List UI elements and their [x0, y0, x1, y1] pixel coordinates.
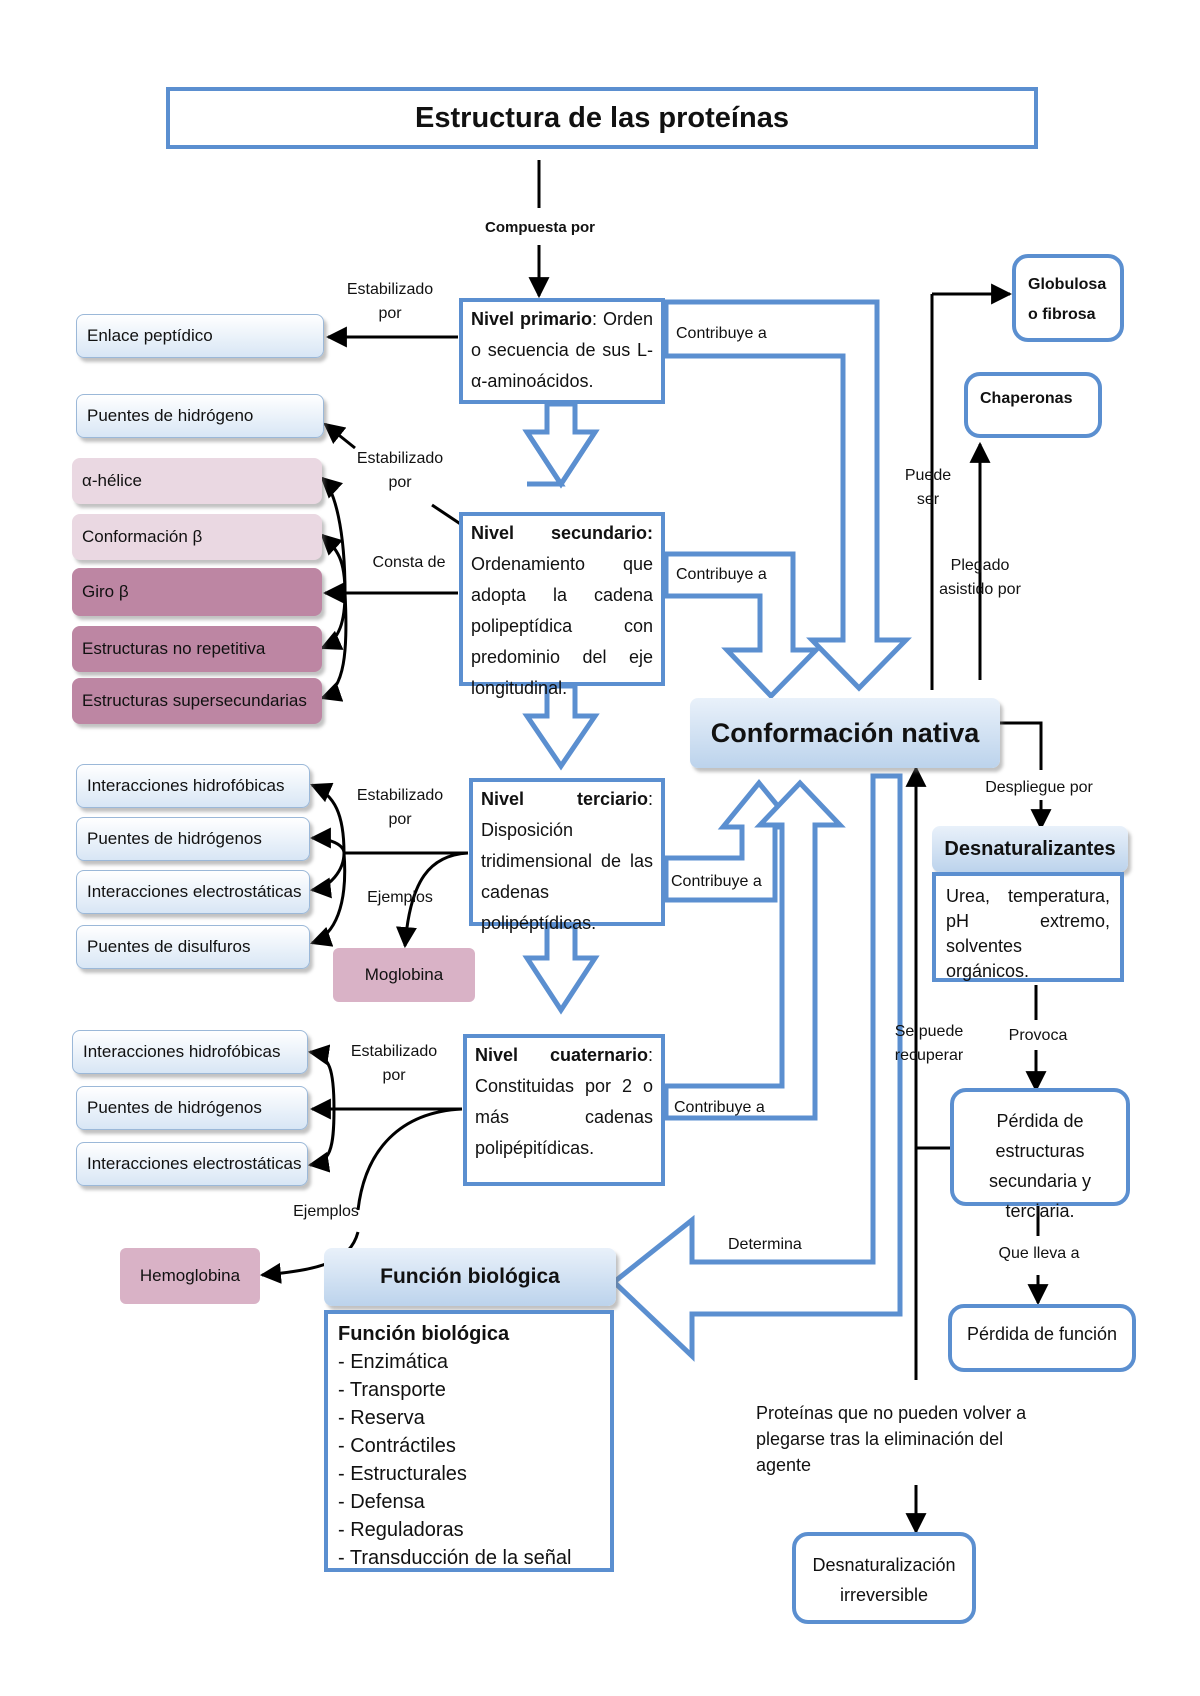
nivel-terciario-box: Nivel terciario: Disposición tridimensio… [469, 778, 665, 933]
nivel-primario-box: Nivel primario: Orden o secuencia de sus… [459, 298, 665, 404]
puentes-hidrogeno-sec: Puentes de hidrógeno [76, 394, 324, 438]
edge-ter-3 [309, 852, 346, 899]
funcion-item: - Transporte [338, 1379, 446, 1401]
arrow-ter-cua [522, 923, 600, 1015]
edge-cua-3 [307, 1108, 336, 1173]
funcion-biologica-header: Función biológica [324, 1248, 616, 1306]
funcion-item: - Defensa [338, 1491, 425, 1513]
arrow-nativa-funcion [610, 773, 903, 1362]
label-que-lleva-a: Que lleva a [998, 1245, 1080, 1262]
ter-puentes-hidrogenos: Puentes de hidrógenos [76, 817, 310, 861]
edge-cua-1 [307, 1044, 336, 1110]
label-estabilizado-ter: Estabilizado por [356, 787, 444, 828]
label-compuesta-por: Compuesta por [484, 219, 595, 236]
label-puede-ser: Puede ser [904, 467, 952, 508]
label-plegado-asistido: Plegado asistido por [939, 557, 1021, 598]
cua-puentes-hidrogenos: Puentes de hidrógenos [76, 1086, 308, 1130]
label-provoca: Provoca [1008, 1027, 1068, 1044]
edge-supersec [320, 592, 348, 702]
arrow-prim-sec-fill [522, 401, 600, 489]
funcion-item: - Reguladoras [338, 1519, 464, 1541]
label-contribuye-sec: Contribuye a [676, 566, 767, 583]
edge-despliegue-a [1000, 721, 1043, 770]
perdida-funcion: Pérdida de función [948, 1304, 1136, 1372]
funcion-item: - Estructurales [338, 1463, 467, 1485]
chaperonas: Chaperonas [964, 372, 1102, 438]
label-contribuye-cua: Contribuye a [674, 1099, 765, 1116]
label-se-puede-recuperar: Se puede recuperar [894, 1023, 964, 1064]
cua-interacciones-hidrofobicas: Interacciones hidrofóbicas [72, 1030, 308, 1074]
nivel-secundario-box: Nivel secundario: Ordenamiento que adopt… [459, 512, 665, 698]
funcion-item: - Enzimática [338, 1351, 449, 1373]
label-contribuye-ter: Contribuye a [671, 873, 762, 890]
diagram-title: Estructura de las proteínas [166, 87, 1038, 149]
giro-beta: Giro β [72, 568, 322, 616]
nivel-primario-name: Nivel primario [471, 309, 593, 329]
enlace-peptidico: Enlace peptídico [76, 314, 324, 358]
label-determina: Determina [728, 1236, 802, 1253]
estructuras-supersecundarias: Estructuras supersecundarias [72, 678, 322, 724]
desnaturalizantes-header: Desnaturalizantes [932, 826, 1128, 872]
ejemplo-hemoglobina: Hemoglobina [120, 1248, 260, 1304]
estructuras-no-repetitiva: Estructuras no repetitiva [72, 626, 322, 672]
nivel-cuaternario-text: : Constituidas por 2 o más cadenas polip… [475, 1045, 653, 1158]
nota-irreversible: Proteínas que no pueden volver a plegars… [756, 1403, 1027, 1475]
ter-interacciones-electrostaticas: Interacciones electrostáticas [76, 870, 310, 914]
label-estabilizado-sec: Estabilizado por [356, 450, 444, 491]
conformacion-beta: Conformación β [72, 514, 322, 560]
edge-ter-2 [309, 827, 346, 854]
nivel-terciario-name: Nivel terciario [481, 789, 648, 809]
nivel-cuaternario-box: Nivel cuaternario: Constituidas por 2 o … [463, 1034, 665, 1186]
label-despliegue-por: Despliegue por [985, 779, 1093, 796]
edge-no-rep [320, 592, 347, 650]
edge-ter-ejemplo [395, 851, 469, 949]
nivel-terciario-text: : Disposición tridimensional de las cade… [481, 789, 653, 933]
label-consta-de: Consta de [372, 554, 446, 571]
label-contribuye-prim: Contribuye a [676, 325, 767, 342]
arrow-cua-nativa [663, 779, 846, 1121]
label-ejemplos-cua: Ejemplos [293, 1203, 359, 1220]
cua-interacciones-electrostaticas: Interacciones electrostáticas [76, 1142, 308, 1186]
alfa-helice: α-hélice [72, 458, 322, 504]
arrow-sec-nativa [663, 551, 822, 700]
label-estabilizado-prim: Estabilizado por [346, 281, 434, 322]
edge-alfa [320, 476, 347, 594]
nivel-primario-text: : Orden o secuencia de sus L-α-aminoácid… [471, 309, 654, 391]
label-estabilizado-cua: Estabilizado por [350, 1043, 438, 1084]
nivel-secundario-text: Ordenamiento que adopta la cadena polipe… [471, 554, 653, 698]
ter-interacciones-hidrofobicas: Interacciones hidrofóbicas [76, 764, 310, 808]
arrow-ter-nativa [663, 779, 801, 903]
arrow-prim-nativa [663, 299, 912, 692]
funcion-item: - Reserva [338, 1407, 425, 1429]
ter-puentes-disulfuros: Puentes de disulfuros [76, 925, 310, 969]
desnaturalizantes-box: Urea, temperatura, pH extremo, solventes… [932, 872, 1124, 982]
desnaturalizacion-irreversible: Desnaturalización irreversible [792, 1532, 976, 1624]
funcion-biologica-box: Función biológica - Enzimática - Transpo… [324, 1310, 614, 1572]
arrow-sec-ter [522, 683, 600, 771]
edge-sec-stab-b [323, 422, 356, 450]
conformacion-nativa: Conformación nativa [690, 698, 1000, 768]
nivel-cuaternario-name: Nivel cuaternario [475, 1045, 648, 1065]
edge-sec-stab-a [431, 503, 463, 527]
globulosa-fibrosa: Globulosa o fibrosa [1012, 254, 1124, 342]
edge-ter-4 [310, 852, 347, 947]
nivel-secundario-name: Nivel secundario: [471, 523, 653, 543]
funcion-item: - Transducción de la señal [338, 1547, 572, 1569]
edge-ter-1 [310, 782, 346, 854]
funcion-item: - Contráctiles [338, 1435, 456, 1457]
edge-conf-b [320, 533, 347, 594]
perdida-estructuras: Pérdida de estructuras secundaria y terc… [950, 1088, 1130, 1221]
label-ejemplos-ter: Ejemplos [367, 889, 433, 906]
edge-cua-ejemplo-a [356, 1107, 463, 1211]
funcion-biologica-title: Función biológica [338, 1323, 510, 1345]
ejemplo-moglobina: Moglobina [333, 948, 475, 1002]
